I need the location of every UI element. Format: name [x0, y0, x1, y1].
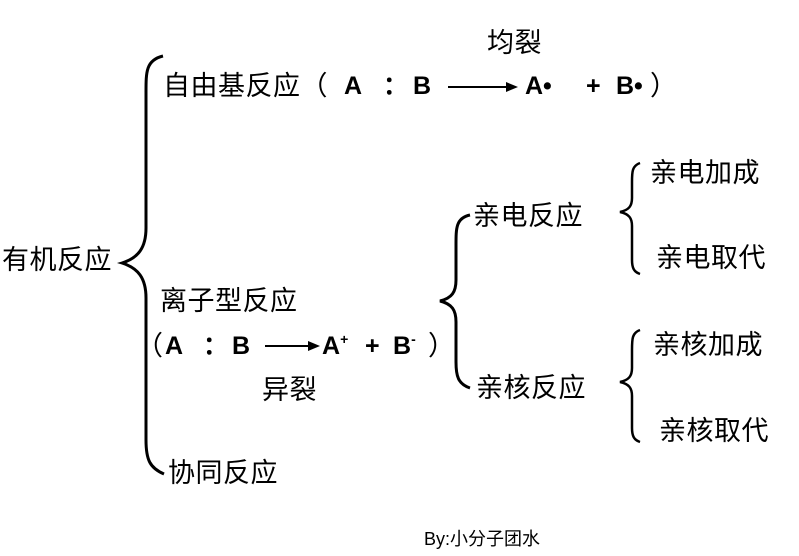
ionic-product-b-symbol: B — [393, 332, 412, 360]
ionic-eq-a: A — [165, 332, 184, 360]
radical-reaction-label: 自由基反应（ — [163, 71, 328, 102]
electrophilic-brace — [619, 161, 641, 276]
nucleophilic-substitution-label: 亲核取代 — [659, 416, 769, 447]
heterolysis-label: 异裂 — [262, 375, 317, 406]
radical-close-paren: ） — [650, 71, 677, 102]
root-label: 有机反应 — [2, 245, 112, 276]
electrophilic-addition-label: 亲电加成 — [650, 158, 760, 189]
ionic-product-a-symbol: A — [322, 332, 341, 360]
ionic-product-a: A+ — [322, 331, 349, 360]
radical-eq-colon: ： — [383, 72, 409, 100]
ionic-plus: + — [365, 332, 380, 360]
nucleophilic-brace — [619, 328, 641, 444]
ionic-eq-b: B — [232, 332, 251, 360]
radical-product-a: A• — [525, 72, 552, 100]
ionic-reaction-label: 离子型反应 — [160, 286, 298, 317]
electrophilic-substitution-label: 亲电取代 — [656, 243, 766, 274]
radical-eq-b: B — [413, 72, 432, 100]
ionic-sub-brace — [439, 213, 471, 390]
ionic-product-b-charge: - — [411, 331, 416, 347]
ionic-eq-colon: ： — [203, 332, 229, 360]
concerted-reaction-label: 协同反应 — [168, 458, 278, 489]
author-credit: By:小分子团水 — [424, 529, 541, 549]
electrophilic-reaction-label: 亲电反应 — [473, 201, 583, 232]
ionic-close-paren: ） — [428, 331, 455, 362]
nucleophilic-addition-label: 亲核加成 — [653, 330, 763, 361]
radical-product-b: B• — [616, 72, 643, 100]
radical-plus: + — [586, 72, 601, 100]
radical-arrow-head — [506, 82, 518, 92]
ionic-product-a-charge: + — [340, 331, 349, 347]
main-brace — [116, 54, 165, 476]
radical-eq-a: A — [344, 72, 363, 100]
nucleophilic-reaction-label: 亲核反应 — [476, 373, 586, 404]
ionic-open-paren: （ — [136, 331, 163, 362]
homolysis-label: 均裂 — [487, 28, 542, 59]
ionic-arrow-head — [308, 341, 320, 351]
ionic-product-b: B- — [393, 331, 416, 360]
